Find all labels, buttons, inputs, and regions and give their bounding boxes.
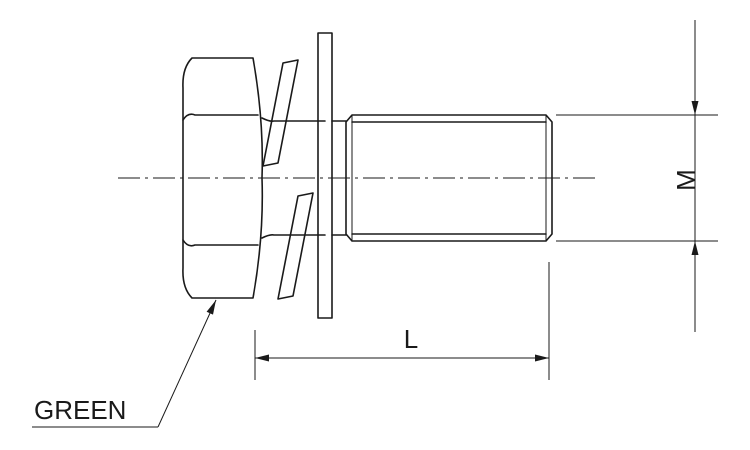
length-dimension [254,262,550,380]
length-label: L [404,324,418,354]
color-note-label: GREEN [34,395,126,425]
diameter-label: M [671,169,701,191]
flat-washer [317,32,333,319]
hex-head [182,57,264,299]
shank-base [331,120,347,236]
diameter-dimension [556,20,718,332]
threaded-shank [345,114,553,242]
screw-neck [261,117,326,239]
color-leader [32,299,217,428]
spring-lock-washer [262,59,314,300]
